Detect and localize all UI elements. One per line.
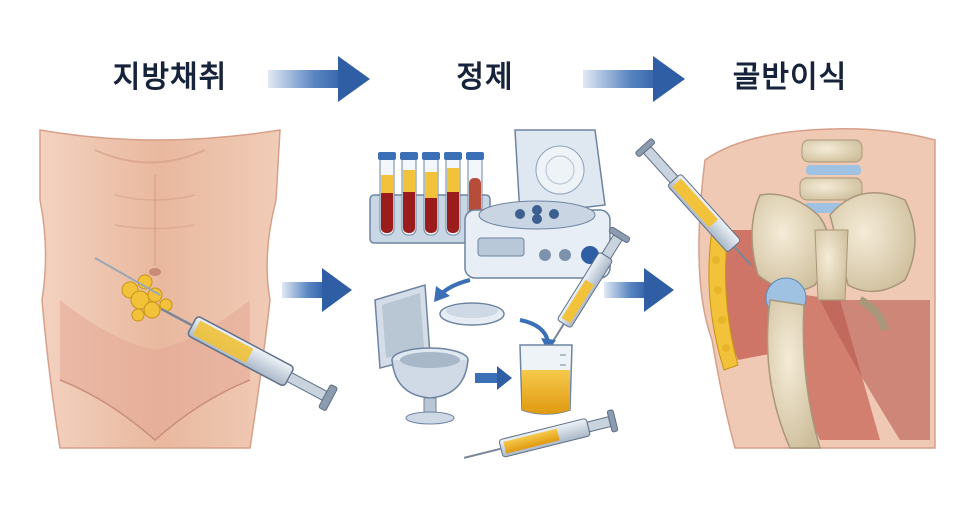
vertebrae [799,139,863,213]
test-tube-rack [369,152,491,244]
step-title-graft: 골반이식 [732,60,848,95]
arrow-top-2 [583,56,685,102]
arrow-to-beaker [475,366,512,390]
harvest-syringe [160,307,338,411]
pelvis-illustration [698,128,936,449]
test-tubes [378,152,484,236]
step-title-harvest: 지방채취 [112,60,228,95]
graft-syringe [635,138,752,266]
fat-graft-layer [708,229,739,371]
petri-dish [439,302,505,326]
beaker [519,344,573,415]
step-title-purify: 정제 [456,60,514,95]
filled-syringe [463,409,619,459]
fat-cluster [121,274,173,322]
small-syringe [549,226,631,346]
torso-illustration [39,129,338,449]
arrow-top-1 [268,56,370,102]
filter-screen [374,284,431,369]
arrow-mid-1 [282,268,352,312]
arrow-mid-2 [604,268,674,312]
sieve-bowl [391,347,469,425]
